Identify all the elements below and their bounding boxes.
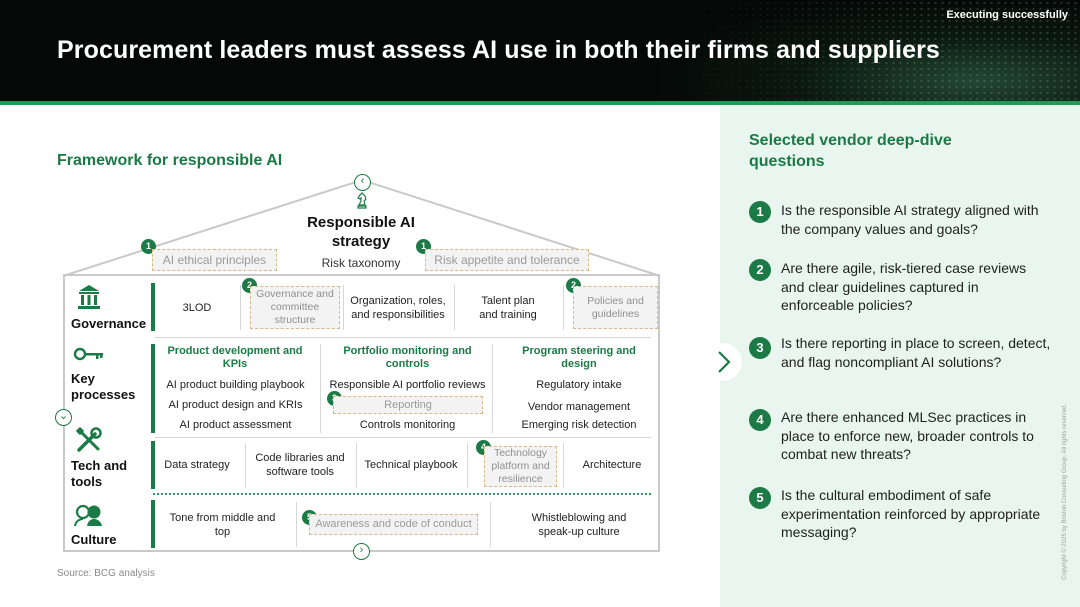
chevron-left-icon[interactable]: ‹: [354, 174, 371, 191]
key-processes-label: Key processes: [71, 371, 136, 402]
kp-item: AI product building playbook: [166, 379, 305, 391]
divider: [454, 285, 455, 330]
header-glow: [660, 0, 1080, 101]
divider: [563, 443, 564, 488]
next-chevron-button[interactable]: [704, 343, 742, 381]
chess-knight-icon: [357, 192, 367, 209]
tech-cell: Code libraries and software tools: [255, 452, 345, 478]
copyright-note: Copyright © 2025 by Boston Consulting Gr…: [1062, 403, 1068, 580]
culture-bar: [151, 500, 155, 548]
divider: [240, 285, 241, 330]
question-number: 2: [749, 259, 771, 281]
divider: [492, 344, 493, 433]
culture-cell: Whistleblowing and speak-up culture: [531, 512, 627, 538]
divider: [467, 443, 468, 488]
questions-panel: [720, 105, 1080, 607]
chevron-down-icon[interactable]: ⌄: [55, 409, 72, 426]
header-dot-pattern: [680, 0, 1080, 101]
kp-item: Emerging risk detection: [521, 419, 637, 431]
kp-item: Vendor management: [527, 401, 631, 413]
divider: [356, 443, 357, 488]
reporting-box: Reporting: [333, 396, 483, 414]
source-note: Source: BCG analysis: [57, 568, 155, 579]
question-number: 4: [749, 409, 771, 431]
kp-item: Regulatory intake: [536, 379, 622, 391]
row-divider: [155, 337, 651, 338]
chevron-right-icon[interactable]: ›: [353, 543, 370, 560]
governance-cell-talent: Talent plan and training: [479, 295, 537, 321]
risk-appetite-box: Risk appetite and tolerance: [425, 249, 589, 271]
kp-item: AI product assessment: [179, 419, 292, 431]
policies-guidelines-box: Policies and guidelines: [573, 286, 658, 329]
strategy-title: Responsible AI strategy: [307, 214, 415, 250]
building-icon: [78, 285, 100, 309]
tech-tools-bar: [151, 441, 155, 489]
kp-item: Controls monitoring: [359, 419, 456, 431]
divider: [343, 285, 344, 330]
governance-cell-3lod: 3LOD: [182, 302, 212, 314]
question-number: 3: [749, 337, 771, 359]
tech-tools-label: Tech and tools: [71, 458, 128, 489]
dotted-divider: [153, 493, 651, 495]
kp-item: AI product design and KRIs: [168, 399, 303, 411]
header-divider: [0, 101, 1080, 105]
kp-item: Responsible AI portfolio reviews: [329, 379, 486, 391]
technology-platform-box: Technology platform and resilience: [484, 446, 557, 487]
awareness-conduct-box: Awareness and code of conduct: [309, 514, 478, 535]
question-text: Are there agile, risk-tiered case review…: [781, 260, 1027, 313]
governance-cell-roles: Organization, roles, and responsibilitie…: [350, 295, 446, 321]
culture-cell: Tone from middle and top: [169, 512, 276, 538]
tech-cell: Data strategy: [164, 459, 230, 471]
key-processes-bar: [151, 344, 155, 433]
divider: [563, 285, 564, 330]
col-head-program: Program steering and design: [522, 345, 636, 370]
questions-title: Selected vendor deep-dive questions: [749, 132, 952, 170]
tools-icon: [76, 427, 102, 452]
risk-taxonomy: Risk taxonomy: [321, 256, 401, 270]
key-icon: [73, 347, 103, 361]
divider: [245, 443, 246, 488]
culture-label: Culture: [71, 532, 117, 547]
tech-cell: Technical playbook: [364, 459, 458, 471]
question-text: Is the cultural embodiment of safe exper…: [781, 487, 1041, 540]
question-number: 5: [749, 487, 771, 509]
divider: [296, 502, 297, 547]
question-text: Are there enhanced MLSec practices in pl…: [781, 409, 1034, 462]
divider: [490, 502, 491, 547]
header-banner: Executing successfully Procurement leade…: [0, 0, 1080, 101]
governance-label: Governance: [71, 316, 147, 331]
people-icon: [74, 504, 102, 527]
question-number: 1: [749, 201, 771, 223]
ai-ethical-principles-box: AI ethical principles: [152, 249, 277, 271]
col-head-portfolio: Portfolio monitoring and controls: [343, 345, 472, 370]
framework-title: Framework for responsible AI: [57, 152, 283, 169]
tech-cell: Architecture: [582, 459, 642, 471]
row-divider: [155, 437, 651, 438]
question-text: Is there reporting in place to screen, d…: [781, 335, 1051, 370]
governance-bar: [151, 283, 155, 331]
page-title: Procurement leaders must assess AI use i…: [57, 36, 940, 64]
section-kicker: Executing successfully: [946, 9, 1068, 21]
divider: [320, 344, 321, 433]
governance-structure-box: Governance and committee structure: [250, 286, 340, 329]
chevron-right-icon: [718, 351, 731, 373]
col-head-product: Product development and KPIs: [167, 345, 303, 370]
question-text: Is the responsible AI strategy aligned w…: [781, 202, 1039, 237]
frame-top-line: [63, 274, 660, 276]
